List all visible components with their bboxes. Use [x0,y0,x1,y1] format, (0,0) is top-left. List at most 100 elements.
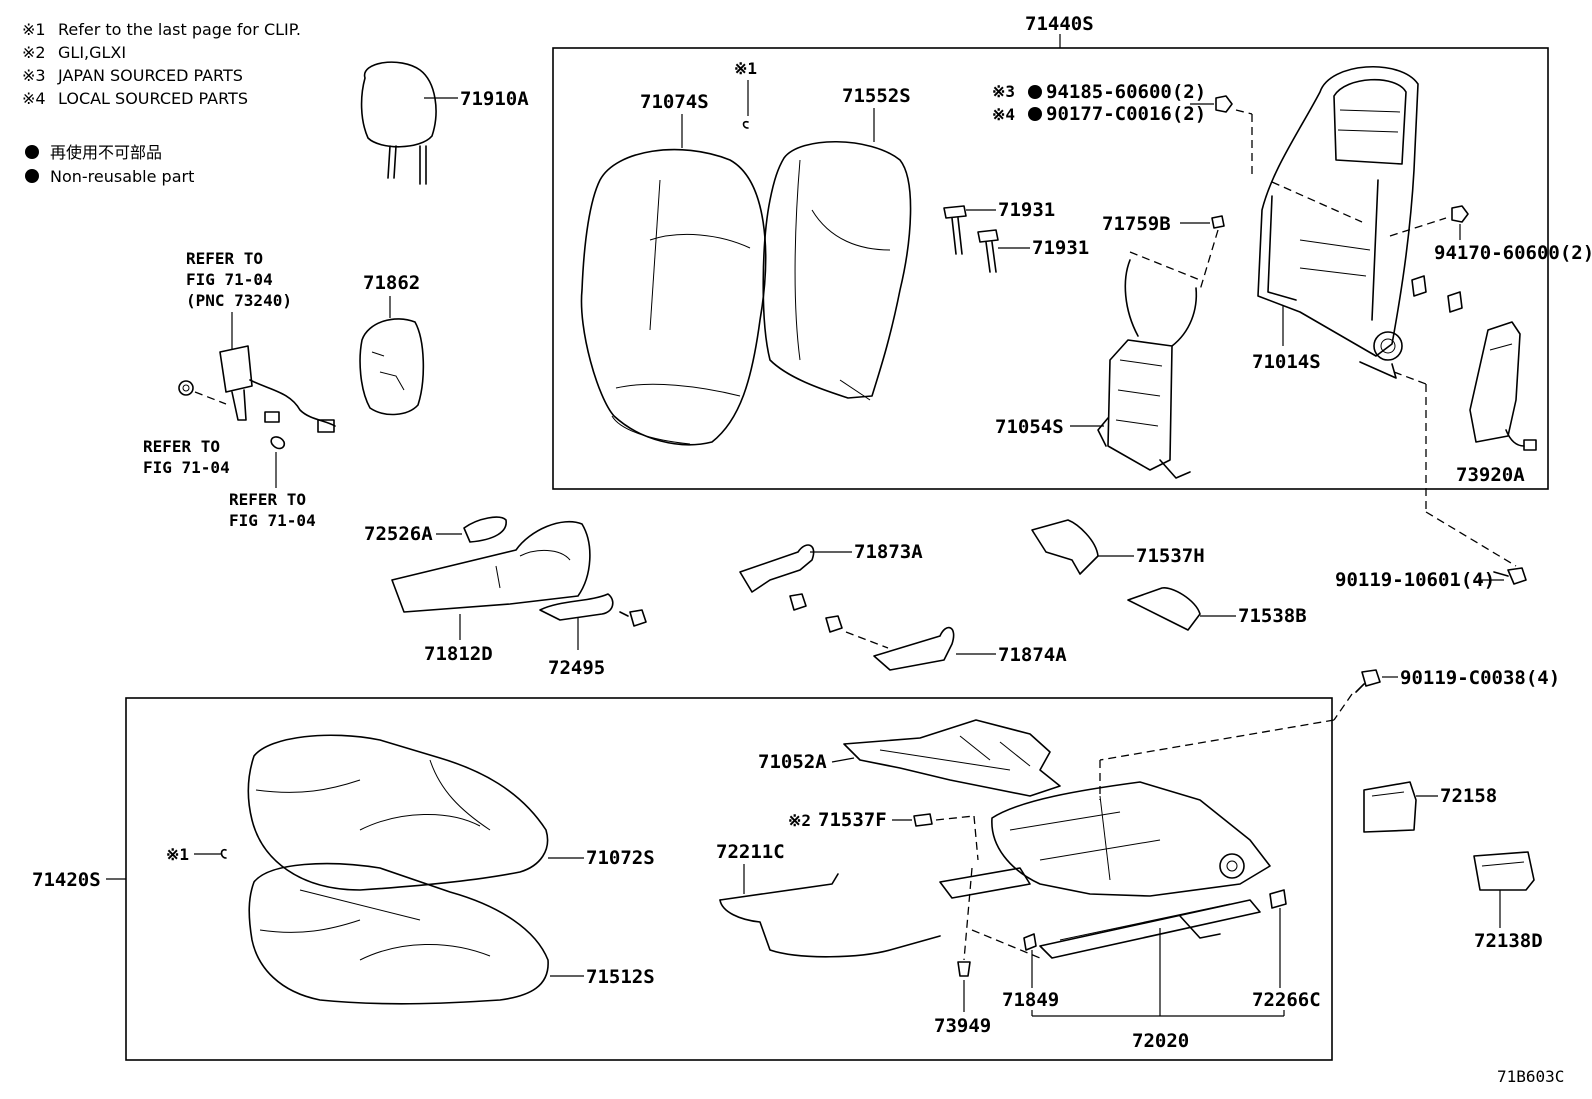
part-label-71931-b: 71931 [1032,237,1089,259]
assembly-dash-line [1389,217,1447,237]
part-label-71052A: 71052A [758,751,827,773]
clip-mark-bottom: ※1 [166,845,189,864]
seat-spring-drawing [843,719,1061,797]
part-label-71910A: 71910A [460,88,529,110]
bracket-icon [1447,291,1463,313]
note-2-text: GLI,GLXI [58,43,126,62]
seatback-pad-drawing [580,148,767,446]
note-1-mark: ※1 [22,20,46,39]
clip-ref1-line1: REFER TO [143,437,220,456]
assembly-dash-line [1129,251,1201,281]
bracket-icon [1411,275,1427,297]
mark-local-sourced: ※4 [992,105,1015,124]
part-label-71874A: 71874A [998,644,1067,666]
screw-drawing [789,593,807,611]
note-1-text: Refer to the last page for CLIP. [58,20,301,39]
seatback-cover-panel-drawing [359,318,425,416]
part-label-71759B: 71759B [1102,213,1171,235]
clip-icon [1269,889,1287,909]
part-label-72266C: 72266C [1252,989,1321,1011]
hinge-cover-drawing [873,626,955,671]
part-label-71537H: 71537H [1136,545,1205,567]
cushion-assembly-box [125,697,1333,1061]
part-label-72495: 72495 [548,657,605,679]
belt-ref-line1: REFER TO [186,249,263,268]
part-label-72158: 72158 [1440,785,1497,807]
legend-en: Non-reusable part [50,167,194,186]
part-label-71512S: 71512S [586,966,655,988]
note-4-mark: ※4 [22,89,46,108]
part-label-71552S: 71552S [842,85,911,107]
clip-drawing [178,380,194,396]
non-reusable-dot-icon [25,145,39,159]
part-label-94185: 94185-60600(2) [1046,81,1206,103]
part-label-72526A: 72526A [364,523,433,545]
knob-drawing [463,516,507,543]
clip-ref2-line1: REFER TO [229,490,306,509]
leader-line [831,757,855,763]
side-shield-drawing [391,520,591,613]
assembly-dash-line [935,815,975,821]
part-label-71420S: 71420S [32,869,101,891]
clip-mark-top: ※1 [734,59,757,78]
cover-drawing [1473,851,1535,891]
part-label-72020: 72020 [1132,1030,1189,1052]
clip-drawing [270,436,286,450]
clip-icon [220,848,227,859]
part-label-71440S: 71440S [1025,13,1094,35]
part-label-71862: 71862 [363,272,420,294]
seatback-frame-cover-drawing [762,140,912,401]
note-4-text: LOCAL SOURCED PARTS [58,89,248,108]
cover-drawing [1363,781,1417,833]
hinge-cover-drawing [739,544,815,593]
belt-ref-line3: (PNC 73240) [186,291,292,310]
headrest-support-drawing [943,205,967,255]
bracket-drawing [1031,519,1099,575]
cover-drawing [539,593,614,621]
seatback-assembly-box [552,47,1549,490]
note-3-text: JAPAN SOURCED PARTS [57,66,243,85]
note-2-mark: ※2 [22,43,46,62]
assembly-dash-line [1199,229,1219,291]
assembly-dash-line [963,867,973,961]
part-label-71537F: 71537F [818,809,887,831]
assembly-dash-line [973,815,979,861]
part-label-71873A: 71873A [854,541,923,563]
part-label-90119-10601: 90119-10601(4) [1335,569,1495,591]
seat-cushion-cover-drawing [247,734,549,891]
assembly-dash-line [1271,181,1363,223]
headrest-drawing [360,61,437,185]
part-label-71849: 71849 [1002,989,1059,1011]
notes-block: ※1 Refer to the last page for CLIP. ※2 G… [22,20,301,186]
assembly-dash-line [1333,693,1353,721]
nut-drawing [1215,95,1233,113]
clip-icon [913,813,933,827]
legend-jp: 再使用不可部品 [50,143,162,162]
assembly-dash-line [1099,719,1335,761]
pin-drawing [957,961,971,977]
part-label-71072S: 71072S [586,847,655,869]
part-label-71074S: 71074S [640,91,709,113]
assembly-dash-line [194,391,227,405]
lumbar-support-drawing [1097,259,1198,479]
seat-wire-drawing [719,873,941,958]
bolt-drawing [1355,669,1381,693]
mark-gli-glxi: ※2 [788,811,811,830]
part-label-72211C: 72211C [716,841,785,863]
part-label-71054S: 71054S [995,416,1064,438]
part-label-71931-a: 71931 [998,199,1055,221]
mark-japan-sourced: ※3 [992,82,1015,101]
assembly-dash-line [845,631,889,649]
non-reusable-dot-icon [1028,107,1042,121]
assembly-dash-line [1393,371,1427,385]
screw-drawing [825,615,843,633]
seat-belt-buckle-drawing [219,345,336,433]
clip-icon [1023,933,1037,951]
seat-frame-drawing [991,781,1271,897]
part-label-73920A: 73920A [1456,464,1525,486]
figure-code: 71B603C [1497,1067,1564,1086]
nut-drawing [1451,205,1469,223]
headrest-support-drawing [977,229,999,273]
assembly-dash-line [971,929,1041,959]
